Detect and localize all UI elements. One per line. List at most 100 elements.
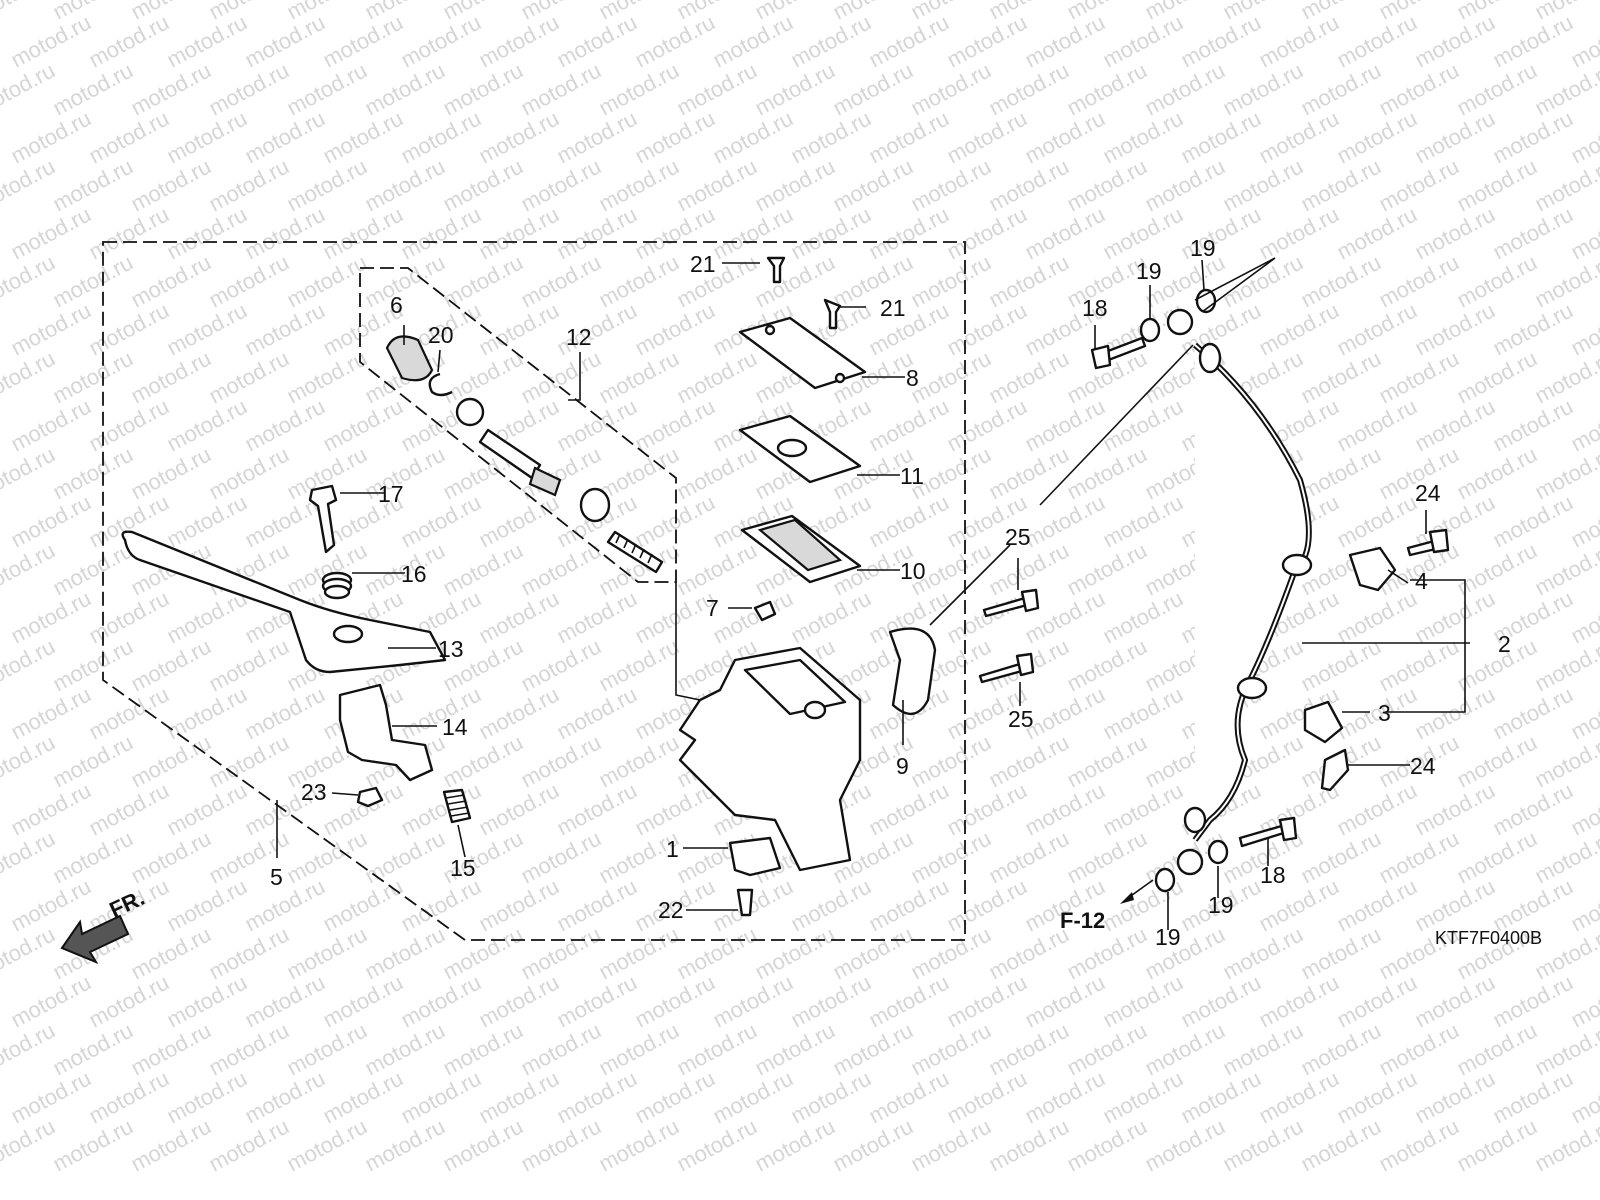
watermark-text: motod.ru bbox=[943, 202, 1031, 265]
watermark-text: motod.ru bbox=[1411, 298, 1499, 361]
watermark-text: motod.ru bbox=[1177, 10, 1265, 73]
watermark-text: motod.ru bbox=[163, 778, 251, 841]
watermark-text: motod.ru bbox=[631, 394, 719, 457]
piston bbox=[455, 397, 664, 574]
watermark-text: motod.ru bbox=[1099, 682, 1187, 745]
watermark-text: motod.ru bbox=[865, 778, 953, 841]
watermark-text: motod.ru bbox=[241, 874, 329, 937]
watermark-text: motod.ru bbox=[1333, 1066, 1421, 1129]
watermark-text: motod.ru bbox=[475, 490, 563, 553]
watermark-text: motod.ru bbox=[943, 970, 1031, 1033]
clamp-bolt-lower bbox=[1320, 748, 1350, 792]
watermark-text: motod.ru bbox=[1333, 298, 1421, 361]
callout-13: 13 bbox=[438, 636, 464, 662]
callout-16: 16 bbox=[401, 561, 427, 587]
watermark-text: motod.ru bbox=[1255, 106, 1343, 169]
watermark-text: motod.ru bbox=[1567, 298, 1600, 361]
watermark-text: motod.ru bbox=[1099, 970, 1187, 1033]
diagram-code: KTF7F0400B bbox=[1435, 928, 1542, 948]
callout-4: 4 bbox=[1415, 568, 1428, 594]
watermark-text: motod.ru bbox=[787, 970, 875, 1033]
watermark-text: motod.ru bbox=[1333, 202, 1421, 265]
watermark-text: motod.ru bbox=[1567, 394, 1600, 457]
watermark-text: motod.ru bbox=[85, 1066, 173, 1129]
hose-clamp-upper bbox=[1348, 546, 1397, 592]
watermark-text: motod.ru bbox=[709, 970, 797, 1033]
watermark-text: motod.ru bbox=[7, 586, 95, 649]
watermark-text: motod.ru bbox=[7, 970, 95, 1033]
watermark-text: motod.ru bbox=[865, 394, 953, 457]
watermark-text: motod.ru bbox=[1567, 202, 1600, 265]
leader-lines bbox=[276, 257, 1470, 930]
washer-bottom-right bbox=[1207, 839, 1229, 865]
watermark-text: motod.ru bbox=[0, 922, 59, 985]
watermark-text: motod.ru bbox=[1177, 106, 1265, 169]
switch-screw bbox=[736, 888, 754, 917]
watermark-text: motod.ru bbox=[1489, 778, 1577, 841]
watermark-text: motod.ru bbox=[553, 970, 641, 1033]
callout-18-bottom: 18 bbox=[1260, 862, 1286, 888]
watermark-text: motod.ru bbox=[319, 10, 407, 73]
watermark-text: motod.ru bbox=[1255, 10, 1343, 73]
watermark-text: motod.ru bbox=[163, 682, 251, 745]
watermark-text: motod.ru bbox=[631, 298, 719, 361]
watermark-text: motod.ru bbox=[241, 298, 329, 361]
watermark-text: motod.ru bbox=[1567, 586, 1600, 649]
holder-bolt-upper bbox=[982, 588, 1040, 618]
watermark-text: motod.ru bbox=[1333, 394, 1421, 457]
callout-5: 5 bbox=[270, 864, 283, 890]
watermark-text: motod.ru bbox=[1177, 1066, 1265, 1129]
watermark-text: motod.ru bbox=[1255, 298, 1343, 361]
watermark-text: motod.ru bbox=[865, 106, 953, 169]
watermark-text: motod.ru bbox=[553, 778, 641, 841]
watermark-text: motod.ru bbox=[0, 826, 59, 889]
watermark-text: motod.ru bbox=[1255, 202, 1343, 265]
watermark-text: motod.ru bbox=[1411, 970, 1499, 1033]
watermark-text: motod.ru bbox=[397, 874, 485, 937]
holder bbox=[888, 627, 937, 715]
watermark-text: motod.ru bbox=[1567, 490, 1600, 553]
watermark-text: motod.ru bbox=[319, 394, 407, 457]
watermark-text: motod.ru bbox=[553, 1066, 641, 1129]
nut bbox=[356, 786, 384, 808]
watermark-text: motod.ru bbox=[1021, 970, 1109, 1033]
watermark-text: motod.ru bbox=[85, 586, 173, 649]
watermark-text: motod.ru bbox=[1567, 106, 1600, 169]
watermark-text: motod.ru bbox=[1021, 10, 1109, 73]
watermark-text: motod.ru bbox=[1099, 490, 1187, 553]
watermark-text: motod.ru bbox=[631, 490, 719, 553]
hose-clamp-lower bbox=[1303, 700, 1344, 744]
watermark-text: motod.ru bbox=[787, 106, 875, 169]
callout-1: 1 bbox=[666, 836, 679, 862]
small-spring bbox=[442, 788, 472, 824]
watermark-text: motod.ru bbox=[1021, 106, 1109, 169]
watermark-text: motod.ru bbox=[319, 202, 407, 265]
watermark-text: motod.ru bbox=[943, 10, 1031, 73]
watermark-text: motod.ru bbox=[553, 586, 641, 649]
callout-19-bottom-right: 19 bbox=[1208, 892, 1234, 918]
watermark-text: motod.ru bbox=[7, 10, 95, 73]
watermark-text: motod.ru bbox=[1489, 202, 1577, 265]
callout-17: 17 bbox=[378, 481, 404, 507]
watermark-text: motod.ru bbox=[1411, 586, 1499, 649]
callout-7: 7 bbox=[706, 595, 719, 621]
watermark-text: motod.ru bbox=[1099, 202, 1187, 265]
callout-24-upper: 24 bbox=[1415, 480, 1441, 506]
plate bbox=[738, 414, 862, 484]
hose-bolt-top bbox=[1090, 336, 1147, 370]
watermark-text: motod.ru bbox=[1021, 682, 1109, 745]
watermark-text: motod.ru bbox=[1333, 874, 1421, 937]
watermark-text: motod.ru bbox=[0, 730, 59, 793]
watermark-text: motod.ru bbox=[7, 1066, 95, 1129]
watermark-text: motod.ru bbox=[163, 298, 251, 361]
circlip bbox=[428, 372, 453, 397]
watermark-text: motod.ru bbox=[163, 874, 251, 937]
brake-lever bbox=[121, 530, 447, 674]
watermark-text: motod.ru bbox=[85, 10, 173, 73]
watermark-text: motod.ru bbox=[163, 106, 251, 169]
callout-21-top: 21 bbox=[690, 251, 716, 277]
cap-screw-top bbox=[766, 256, 786, 284]
watermark-text: motod.ru bbox=[709, 202, 797, 265]
callout-24-lower: 24 bbox=[1410, 753, 1436, 779]
